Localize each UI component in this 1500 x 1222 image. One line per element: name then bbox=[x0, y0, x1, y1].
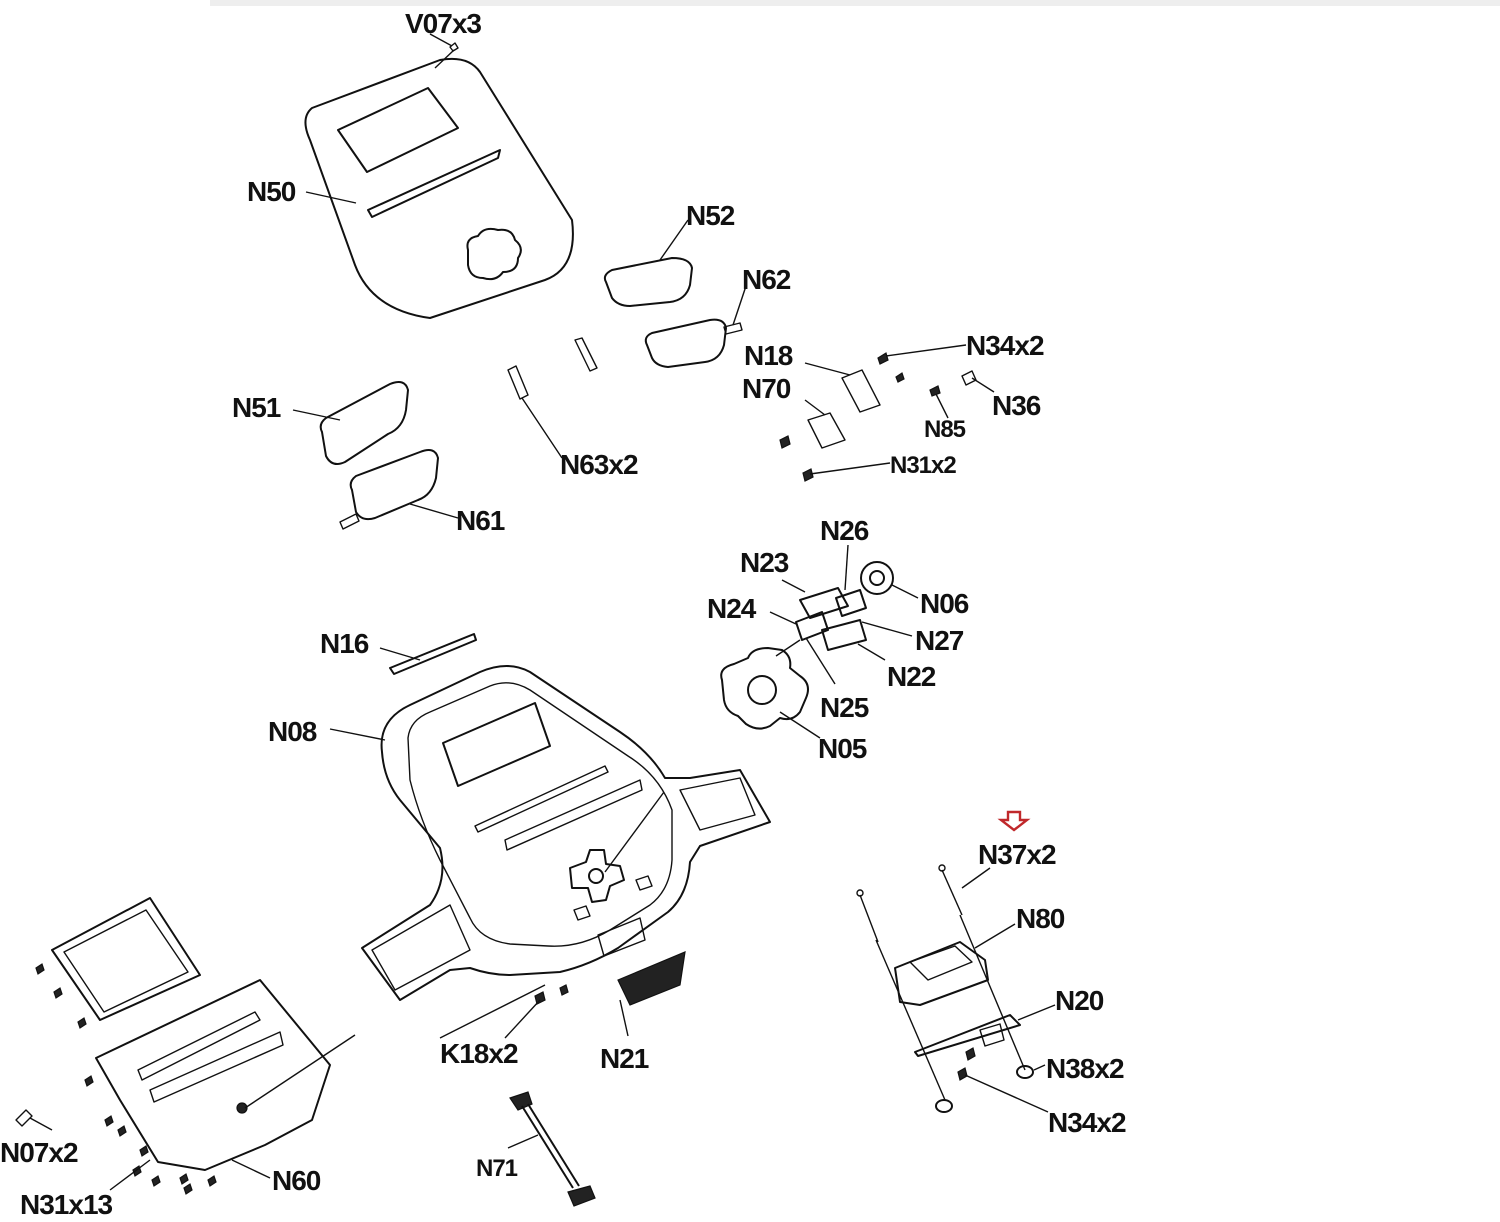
part-n52-pad bbox=[603, 257, 693, 307]
label-n26: N26 bbox=[820, 515, 869, 546]
part-n85 bbox=[929, 385, 949, 419]
part-n07 bbox=[15, 1109, 53, 1131]
label-n31x2: N31x2 bbox=[890, 452, 956, 479]
label-n18: N18 bbox=[744, 340, 793, 371]
label-n24: N24 bbox=[707, 593, 757, 624]
label-n25: N25 bbox=[820, 692, 869, 723]
screw-k18 bbox=[439, 984, 569, 1039]
part-n21-grille bbox=[617, 951, 686, 1037]
label-n07x2: N07x2 bbox=[0, 1137, 78, 1168]
label-v07x3: V07x3 bbox=[405, 8, 481, 39]
label-n06: N06 bbox=[920, 588, 969, 619]
label-n37x2: N37x2 bbox=[978, 839, 1056, 870]
part-n62-pad bbox=[644, 318, 743, 368]
part-n61-pad bbox=[339, 449, 459, 530]
label-n20: N20 bbox=[1055, 985, 1104, 1016]
label-n60: N60 bbox=[272, 1165, 321, 1196]
part-n51-pad bbox=[292, 381, 409, 465]
label-k18x2: K18x2 bbox=[440, 1038, 518, 1069]
label-n34x2-top: N34x2 bbox=[966, 330, 1044, 361]
screw-n34-bottom bbox=[957, 1047, 1049, 1113]
part-n18-bracket bbox=[804, 362, 881, 413]
label-n38x2: N38x2 bbox=[1046, 1053, 1124, 1084]
part-n20-plate bbox=[914, 1004, 1056, 1057]
part-n50-overlay bbox=[304, 42, 574, 319]
label-n50: N50 bbox=[247, 176, 296, 207]
screw-n34-top bbox=[877, 344, 967, 383]
screw-n31-top bbox=[779, 435, 891, 482]
part-n37-bolts bbox=[856, 864, 1026, 1101]
label-n27: N27 bbox=[915, 625, 964, 656]
label-n22: N22 bbox=[887, 661, 936, 692]
part-n80-bracket bbox=[894, 923, 1016, 1006]
label-n23: N23 bbox=[740, 547, 789, 578]
label-n51: N51 bbox=[232, 392, 281, 423]
top-border bbox=[210, 0, 1500, 6]
label-n36: N36 bbox=[992, 390, 1041, 421]
screws-n31-bottom bbox=[35, 963, 217, 1195]
label-n80: N80 bbox=[1016, 903, 1065, 934]
part-n70-switch bbox=[804, 399, 846, 449]
part-n16-strip bbox=[379, 633, 477, 675]
label-n63x2: N63x2 bbox=[560, 449, 638, 480]
part-n05-dpad bbox=[720, 639, 821, 739]
part-n38-nuts bbox=[935, 1064, 1046, 1113]
label-n05: N05 bbox=[818, 733, 867, 764]
label-n08: N08 bbox=[268, 716, 317, 747]
label-n71: N71 bbox=[476, 1155, 518, 1182]
part-n63-connectors bbox=[507, 337, 598, 459]
label-n52: N52 bbox=[686, 200, 735, 231]
part-n71-cable bbox=[507, 1091, 596, 1207]
label-n61: N61 bbox=[456, 505, 505, 536]
part-n08-console bbox=[329, 665, 771, 1001]
part-keypad-assembly bbox=[795, 561, 894, 651]
label-n85: N85 bbox=[924, 416, 966, 443]
label-n31x13: N31x13 bbox=[20, 1189, 113, 1220]
highlight-arrow-icon bbox=[997, 810, 1031, 832]
label-n70: N70 bbox=[742, 373, 791, 404]
label-n34x2-bottom: N34x2 bbox=[1048, 1107, 1126, 1138]
label-n16: N16 bbox=[320, 628, 369, 659]
part-n36 bbox=[961, 370, 995, 393]
label-n62: N62 bbox=[742, 264, 791, 295]
part-n60-board bbox=[51, 897, 356, 1179]
label-n21: N21 bbox=[600, 1043, 649, 1074]
